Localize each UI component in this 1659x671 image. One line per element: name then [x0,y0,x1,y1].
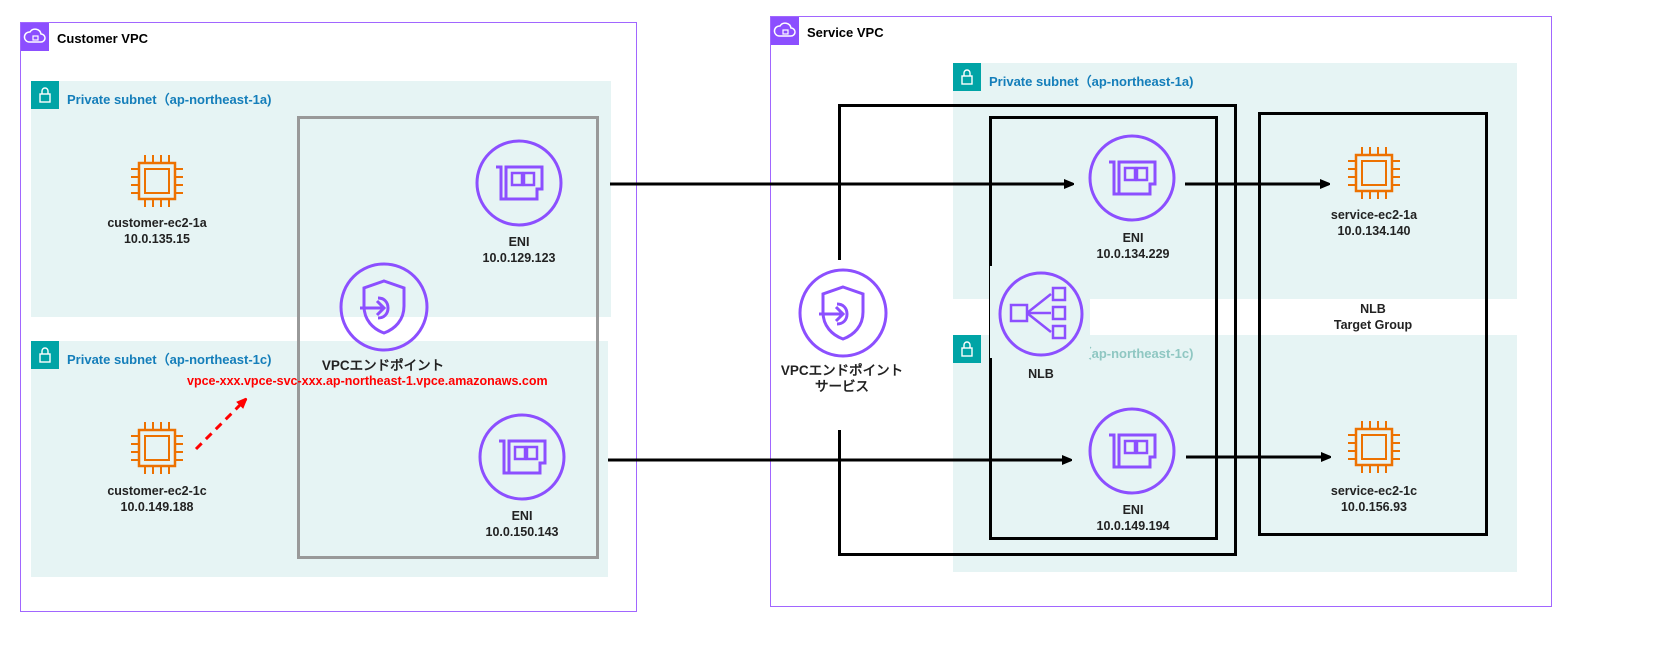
customer-subnet-1c: Private subnet（ap-northeast-1c) [31,341,608,577]
service-ec2-1c-ip: 10.0.156.93 [1340,500,1408,514]
service-ec2-1a-ip: 10.0.134.140 [1337,224,1411,238]
service-ec2-1a-name: service-ec2-1a [1330,208,1418,222]
vpc-endpoint-service-line2: サービス [814,379,869,394]
customer-eni-1a-icon[interactable] [474,138,564,233]
customer-eni-1a-label: ENI 10.0.129.123 [483,234,556,266]
customer-ec2-1a-icon[interactable] [129,153,185,214]
customer-eni-1c-icon[interactable] [477,412,567,507]
service-ec2-1c-icon[interactable] [1346,419,1402,480]
vpc-endpoint-service-icon[interactable] [797,267,889,364]
customer-vpc-title: Customer VPC [57,31,149,46]
lock-icon [31,81,59,109]
service-ec2-1a-icon[interactable] [1346,145,1402,206]
lock-icon [953,335,981,363]
vpc-endpoint-dns-name[interactable]: vpce-xxx.vpce-svc-xxx.ap-northeast-1.vpc… [187,374,548,388]
nlb-icon[interactable] [997,270,1085,363]
service-ec2-1c-name: service-ec2-1c [1330,484,1418,498]
service-vpc-group: Service VPC [770,16,1552,607]
service-eni-1c-label: ENI 10.0.149.194 [1097,502,1170,534]
target-group-line2: Target Group [1333,318,1413,332]
service-ec2-1a-label: service-ec2-1a 10.0.134.140 [1331,207,1417,239]
target-group-box [1258,112,1488,536]
vpc-endpoint-label: VPCエンドポイント [321,358,445,373]
customer-ec2-1c-label: customer-ec2-1c 10.0.149.188 [107,483,206,515]
service-eni-1c-ip: 10.0.149.194 [1096,519,1170,533]
service-eni-1c-icon[interactable] [1087,406,1177,501]
target-group-label: NLB Target Group [1334,301,1412,333]
customer-eni-1a-name: ENI [508,235,530,249]
customer-ec2-1a-label: customer-ec2-1a 10.0.135.15 [107,215,206,247]
service-vpc-title: Service VPC [807,25,884,40]
customer-ec2-1a-name: customer-ec2-1a [107,216,207,230]
vpc-endpoint-service-line1: VPCエンドポイント [780,363,904,378]
customer-eni-1a-ip: 10.0.129.123 [482,251,556,265]
lock-icon [31,341,59,369]
customer-vpc-group: Customer VPC [20,22,637,612]
customer-subnet-1c-title: Private subnet（ap-northeast-1c) [67,352,272,367]
target-group-line1: NLB [1360,302,1386,316]
customer-ec2-1a-ip: 10.0.135.15 [123,232,191,246]
service-eni-1a-label: ENI 10.0.134.229 [1097,230,1170,262]
service-eni-1a-ip: 10.0.134.229 [1096,247,1170,261]
arrow-dns-request [194,399,246,451]
service-subnet-1a-title: Private subnet（ap-northeast-1a) [989,74,1194,89]
vpc-endpoint-service-label: VPCエンドポイント サービス [781,363,903,395]
vpc-cloud-icon [771,17,799,45]
nlb-label: NLB [1028,367,1054,381]
customer-subnet-1a-title: Private subnet（ap-northeast-1a) [67,92,272,107]
service-eni-1c-name: ENI [1122,503,1144,517]
service-eni-1a-icon[interactable] [1087,133,1177,228]
vpc-cloud-icon [21,23,49,51]
customer-ec2-1c-name: customer-ec2-1c [107,484,207,498]
customer-eni-1c-label: ENI 10.0.150.143 [486,508,559,540]
customer-ec2-1c-icon[interactable] [129,420,185,481]
customer-eni-1c-name: ENI [511,509,533,523]
customer-eni-1c-ip: 10.0.150.143 [485,525,559,539]
service-eni-1a-name: ENI [1122,231,1144,245]
vpc-endpoint-group [297,116,599,559]
lock-icon [953,63,981,91]
service-ec2-1c-label: service-ec2-1c 10.0.156.93 [1331,483,1417,515]
customer-ec2-1c-ip: 10.0.149.188 [120,500,194,514]
vpc-endpoint-icon[interactable] [338,261,430,358]
